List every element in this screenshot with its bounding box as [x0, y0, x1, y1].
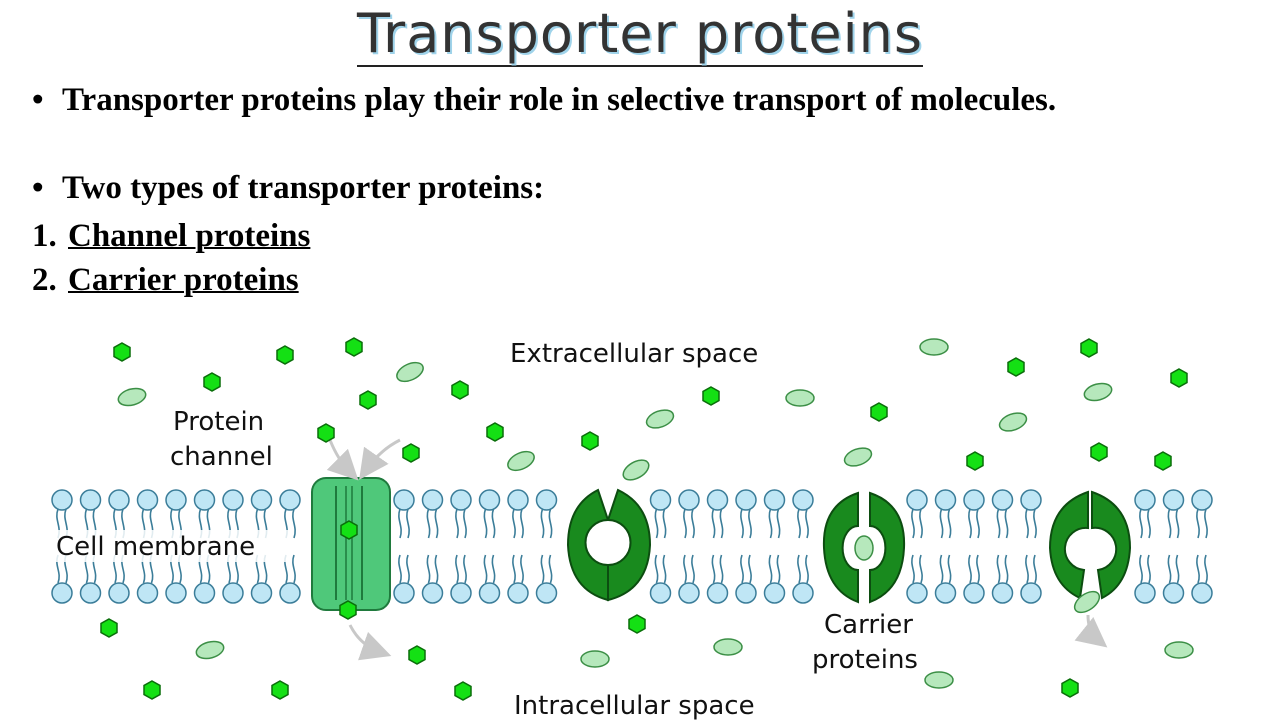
lipid	[706, 489, 729, 604]
hexagon-molecule	[702, 386, 720, 406]
arrows	[326, 438, 1108, 661]
hexagon-molecule	[276, 345, 294, 365]
hexagon-molecule	[581, 431, 599, 451]
bullet-2-text: Two types of transporter proteins:	[62, 170, 545, 206]
hexagon-molecule	[143, 680, 161, 700]
oval-molecule	[643, 405, 677, 433]
protein-channel-label-1: Protein	[173, 407, 264, 437]
lipid	[763, 489, 786, 604]
hexagon-molecule	[451, 380, 469, 400]
lipid	[535, 489, 558, 604]
oval-molecule	[713, 638, 743, 656]
oval-molecule	[393, 358, 427, 386]
carrier-proteins-label-2: proteins	[812, 645, 918, 675]
hexagon-molecule	[1061, 678, 1079, 698]
lipid	[649, 489, 672, 604]
carrier-protein-open-inside	[1048, 490, 1132, 600]
hexagon-molecule	[486, 422, 504, 442]
extracellular-label: Extracellular space	[510, 339, 758, 369]
hexagon-molecule	[100, 618, 118, 638]
oval-molecule	[504, 447, 538, 475]
hexagon-molecule	[408, 645, 426, 665]
list-item-carrier: 2.Carrier proteins	[32, 262, 299, 298]
hexagon-molecule	[113, 342, 131, 362]
intracellular-label: Intracellular space	[514, 691, 755, 720]
lipid	[678, 489, 700, 604]
lipid	[421, 489, 444, 604]
lipid	[1191, 489, 1213, 604]
protein-channel-label-2: channel	[170, 442, 273, 472]
lipid	[1162, 489, 1185, 604]
cell-membrane-label: Cell membrane	[56, 532, 255, 562]
bullet-1-text: Transporter proteins play their role in …	[62, 82, 1057, 118]
oval-molecule	[785, 389, 815, 407]
list-item-channel: 1.Channel proteins	[32, 218, 311, 254]
oval-molecule	[115, 384, 149, 410]
hexagon-molecule	[966, 451, 984, 471]
oval-molecule	[1164, 641, 1194, 659]
lipid	[906, 489, 928, 604]
oval-molecule	[619, 455, 653, 485]
lipid	[393, 489, 415, 604]
oval-molecule	[580, 650, 610, 668]
bullet-2: •Two types of transporter proteins:	[32, 170, 545, 206]
lipid	[478, 489, 501, 604]
hexagon-molecule	[1080, 338, 1098, 358]
hexagon-molecule	[271, 680, 289, 700]
carrier-proteins-label: Carrier proteins	[68, 262, 299, 298]
hexagon-molecule	[454, 681, 472, 701]
carrier-protein-closed	[822, 491, 906, 604]
hexagon-molecule	[340, 520, 358, 540]
hexagon-molecule	[359, 390, 377, 410]
lipid	[735, 489, 757, 604]
hexagon-molecule	[345, 337, 363, 357]
hexagon-molecule	[203, 372, 221, 392]
hexagon-molecule	[1007, 357, 1025, 377]
hexagon-molecule	[339, 600, 357, 620]
lipid	[507, 489, 529, 604]
carrier-proteins-label-1: Carrier	[824, 610, 913, 640]
oval-molecule	[919, 338, 949, 356]
hexagon-molecule	[402, 443, 420, 463]
oval-molecule	[996, 408, 1030, 436]
oval-molecule	[924, 671, 954, 689]
lipid	[1134, 489, 1156, 604]
oval-molecule	[841, 443, 875, 471]
lipid	[963, 489, 985, 604]
protein-channel	[311, 477, 391, 611]
hexagon-molecule	[317, 423, 335, 443]
hexagon-molecule	[1090, 442, 1108, 462]
oval-molecule	[193, 637, 227, 663]
page-title: Transporter proteins	[356, 2, 924, 67]
channel-proteins-label: Channel proteins	[68, 218, 311, 254]
hexagon-molecule	[628, 614, 646, 634]
hexagon-molecule	[1154, 451, 1172, 471]
lipid	[991, 489, 1014, 604]
hexagon-molecule	[870, 402, 888, 422]
lipid	[792, 489, 814, 604]
carrier-protein-open-outside	[566, 488, 652, 602]
bullet-1: •Transporter proteins play their role in…	[32, 82, 1057, 118]
oval-molecule	[1081, 379, 1115, 405]
lipid	[1020, 489, 1042, 604]
lipid	[450, 489, 472, 604]
lipid	[934, 489, 957, 604]
hexagon-molecule	[1170, 368, 1188, 388]
